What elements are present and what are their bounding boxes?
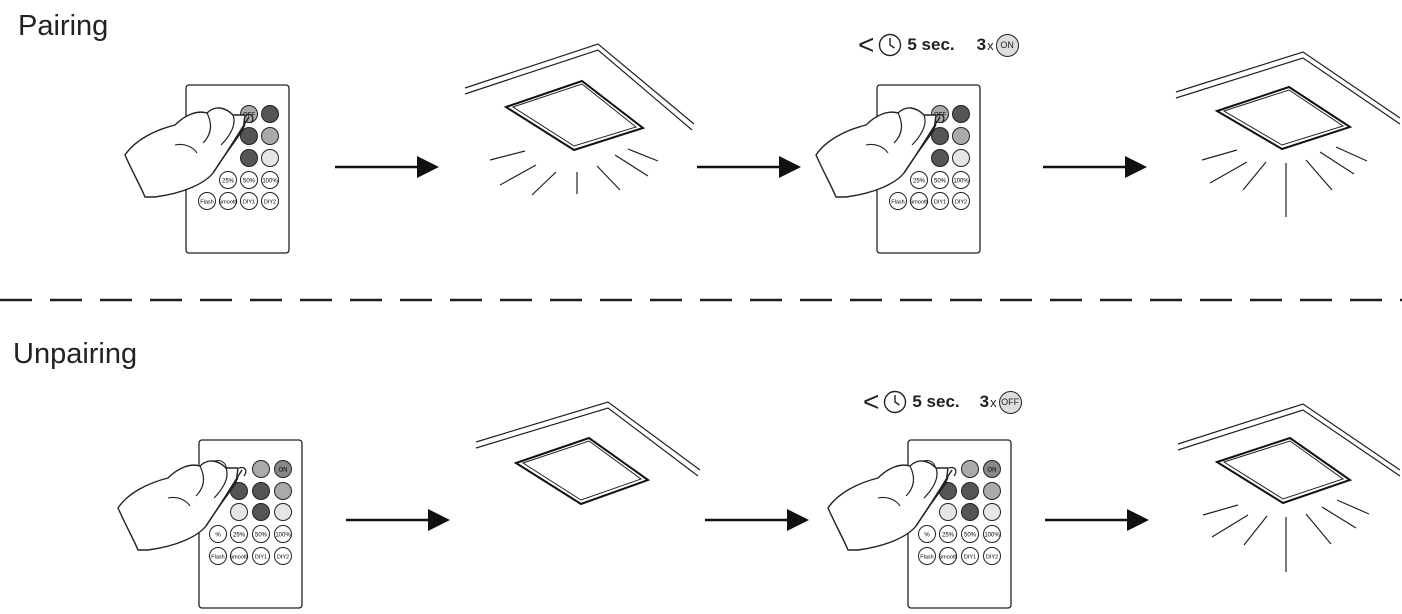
unpairing-count-suffix: x: [990, 394, 997, 410]
remote-pct-label: 100%: [953, 179, 969, 185]
arrow-right-icon: [333, 154, 441, 180]
off-button-icon: OFF: [998, 390, 1022, 414]
remote-pct-label: 100%: [262, 179, 278, 185]
clock-icon: [884, 390, 907, 414]
remote-pct-label: 50%: [964, 533, 977, 539]
remote-mode-label: Smooth: [219, 200, 238, 206]
less-than-symbol: <: [863, 386, 880, 417]
remote-pct-label: 50%: [934, 179, 947, 185]
remote-mode-label: Smooth: [910, 200, 929, 206]
on-button-icon: ON: [995, 33, 1019, 57]
remote-control-icon: OFF 25% 50% 100% Flash Smooth DIY1 DIY2: [876, 84, 981, 254]
unpairing-count: 3: [979, 392, 990, 411]
pairing-count: 3: [976, 35, 987, 54]
remote-off-label: OFF: [243, 113, 255, 119]
remote-pct-label: 25%: [913, 179, 926, 185]
remote-pct-label: 50%: [255, 533, 268, 539]
pairing-title: Pairing: [18, 10, 109, 42]
remote-pct-label: 50%: [243, 179, 256, 185]
remote-mode-label: Flash: [920, 555, 933, 561]
arrow-right-icon: [1041, 154, 1149, 180]
remote-mode-label: Flash: [891, 200, 904, 206]
remote-on-label: ON: [279, 468, 288, 474]
pairing-count-suffix: x: [987, 37, 994, 53]
arrow-right-icon: [1043, 507, 1151, 533]
remote-pct-label: 100%: [275, 533, 291, 539]
remote-mode-label: DIY1: [964, 555, 976, 561]
arrow-right-icon: [695, 154, 803, 180]
remote-mode-label: Smooth: [230, 555, 249, 561]
remote-pct-label: %: [215, 533, 221, 539]
ceiling-light-panel-icon: [475, 401, 701, 506]
remote-pct-label: 25%: [222, 179, 235, 185]
remote-off-label: OFF: [934, 113, 946, 119]
remote-pct-label: 25%: [233, 533, 246, 539]
remote-pct-label: %: [924, 533, 930, 539]
remote-mode-label: DIY1: [255, 555, 267, 561]
remote-mode-label: Flash: [211, 555, 224, 561]
less-than-symbol: <: [858, 29, 875, 60]
remote-mode-label: Smooth: [939, 555, 958, 561]
remote-mode-label: DIY1: [243, 200, 255, 206]
remote-on-label: ON: [988, 468, 997, 474]
pairing-time: 5 sec.: [907, 35, 955, 54]
remote-mode-label: DIY1: [934, 200, 946, 206]
remote-mode-label: DIY2: [955, 200, 967, 206]
ceiling-light-panel-icon: [1177, 403, 1401, 572]
clock-icon: [879, 33, 902, 57]
remote-mode-label: Flash: [200, 200, 213, 206]
remote-mode-label: DIY2: [277, 555, 289, 561]
arrow-right-icon: [344, 507, 452, 533]
unpairing-title: Unpairing: [13, 338, 138, 370]
arrow-right-icon: [703, 507, 811, 533]
remote-mode-label: DIY2: [264, 200, 276, 206]
remote-mode-label: DIY2: [986, 555, 998, 561]
ceiling-light-panel-icon: [1175, 51, 1401, 217]
remote-control-icon: OFF 25% 50% 100% Flash Smooth DIY1 DIY2: [185, 84, 290, 254]
unpairing-time: 5 sec.: [912, 392, 960, 411]
remote-pct-label: 100%: [984, 533, 1000, 539]
ceiling-light-panel-icon: [464, 43, 695, 196]
remote-pct-label: 25%: [942, 533, 955, 539]
